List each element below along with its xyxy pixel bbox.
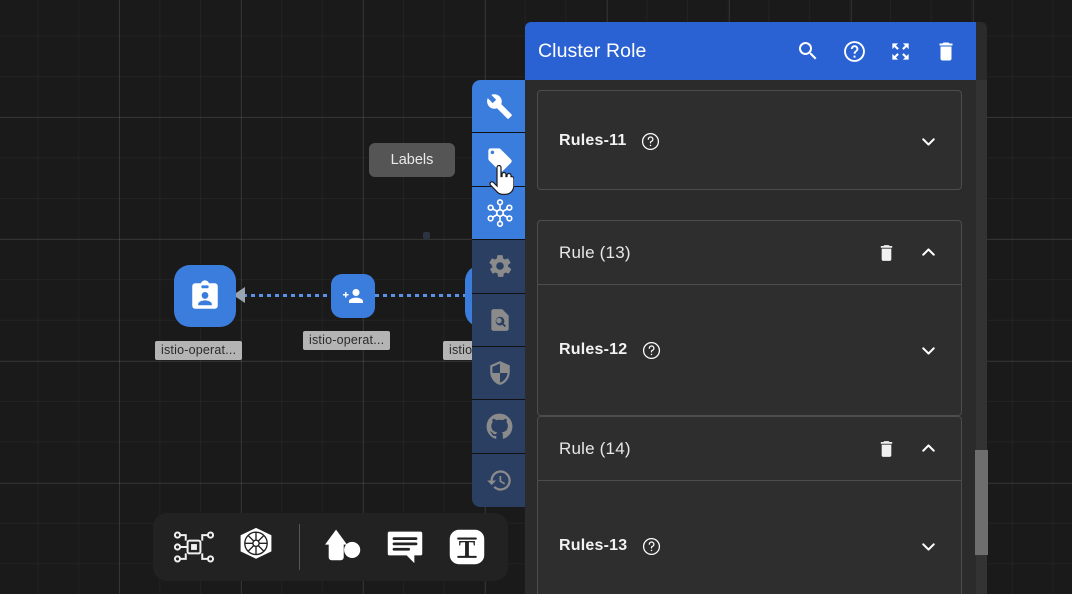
- id-badge-icon: [192, 280, 218, 309]
- chevron-down-icon[interactable]: [911, 529, 945, 563]
- toolbar-item-document-search[interactable]: [472, 293, 527, 347]
- shield-icon: [489, 361, 510, 386]
- bottom-toolbar-item-kubernetes[interactable]: [229, 522, 283, 572]
- vertical-toolbar[interactable]: [472, 80, 527, 508]
- graph-minor-node: [423, 232, 430, 239]
- labels-tooltip-text: Labels: [390, 152, 434, 168]
- help-icon[interactable]: [636, 335, 666, 365]
- chevron-down-icon[interactable]: [911, 333, 945, 367]
- rule-header[interactable]: Rule (13): [538, 221, 961, 285]
- history-icon: [487, 470, 511, 491]
- graph-node-istio-operator-2[interactable]: [331, 274, 375, 318]
- group-add-icon: [343, 289, 363, 303]
- rules-row[interactable]: Rules-13: [538, 481, 961, 594]
- panel-scrollbar-thumb[interactable]: [975, 450, 988, 555]
- bottom-toolbar-item-microchip[interactable]: [167, 522, 221, 572]
- graph-node-label-2: istio-operat...: [303, 331, 391, 350]
- rules-label: Rules-11: [559, 132, 627, 149]
- cluster-icon: [486, 199, 513, 227]
- graph-node-label-3: istio: [443, 341, 479, 360]
- comment-icon: [387, 531, 423, 564]
- bottom-toolbar-item-comment[interactable]: [378, 522, 432, 572]
- cluster-role-panel: Cluster Role Rules-11: [525, 22, 987, 594]
- tag-icon: [487, 147, 512, 172]
- bottom-toolbar[interactable]: T: [153, 513, 508, 581]
- toolbar-item-labels[interactable]: [472, 133, 527, 187]
- rule-card-14: Rule (14) Rules-13: [537, 416, 962, 594]
- help-icon[interactable]: [635, 126, 665, 156]
- graph-edge-1: [243, 294, 343, 297]
- chevron-up-icon[interactable]: [911, 236, 945, 270]
- panel-body[interactable]: Rules-11 Rule (13): [525, 80, 976, 594]
- toolbar-item-security[interactable]: [472, 346, 527, 401]
- shapes-icon: [325, 529, 361, 561]
- panel-scroll-track[interactable]: [976, 80, 987, 594]
- page-title: Cluster Role: [538, 39, 647, 62]
- rule-card-13: Rule (13) Rules-12: [537, 220, 962, 416]
- bottom-toolbar-divider: [299, 524, 300, 570]
- graph-node-label-1: istio-operat...: [155, 341, 243, 360]
- toolbar-item-history[interactable]: [472, 453, 527, 508]
- chevron-down-icon[interactable]: [911, 124, 945, 158]
- expand-icon[interactable]: [884, 35, 916, 67]
- kubernetes-helm-icon: [240, 527, 272, 559]
- bottom-toolbar-item-shapes[interactable]: [316, 522, 370, 572]
- svg-text:T: T: [459, 536, 476, 563]
- rules-label: Rules-12: [559, 341, 628, 358]
- labels-tooltip: Labels: [369, 143, 455, 177]
- document-search-icon: [490, 308, 509, 331]
- toolbar-item-wrench[interactable]: [472, 80, 527, 134]
- rules-label: Rules-13: [559, 537, 628, 554]
- gear-icon: [488, 255, 511, 278]
- rule-header[interactable]: Rule (14): [538, 417, 961, 481]
- toolbar-item-cluster[interactable]: [472, 186, 527, 241]
- delete-icon[interactable]: [869, 236, 903, 270]
- help-icon[interactable]: [838, 35, 870, 67]
- rules-row[interactable]: Rules-11: [538, 91, 961, 191]
- graph-node-istio-operator-1[interactable]: [174, 265, 236, 327]
- rule-title: Rule (13): [559, 242, 631, 262]
- rule-title: Rule (14): [559, 438, 631, 458]
- help-icon[interactable]: [636, 531, 666, 561]
- chevron-up-icon[interactable]: [911, 432, 945, 466]
- graph-edge-arrow: [233, 287, 245, 303]
- delete-icon[interactable]: [869, 432, 903, 466]
- rules-row[interactable]: Rules-12: [538, 285, 961, 415]
- graph-edge-2: [375, 294, 475, 297]
- microchip-network-icon: [173, 531, 215, 563]
- search-icon[interactable]: [792, 35, 824, 67]
- delete-icon[interactable]: [930, 35, 962, 67]
- rules-card-1: Rules-11: [537, 90, 962, 190]
- toolbar-item-github[interactable]: [472, 400, 527, 454]
- toolbar-item-settings[interactable]: [472, 240, 527, 294]
- bottom-toolbar-item-text[interactable]: T: [440, 522, 494, 572]
- github-icon: [486, 413, 513, 439]
- wrench-icon: [487, 93, 512, 119]
- text-tool-icon: T: [449, 529, 485, 565]
- panel-header: Cluster Role: [525, 22, 976, 80]
